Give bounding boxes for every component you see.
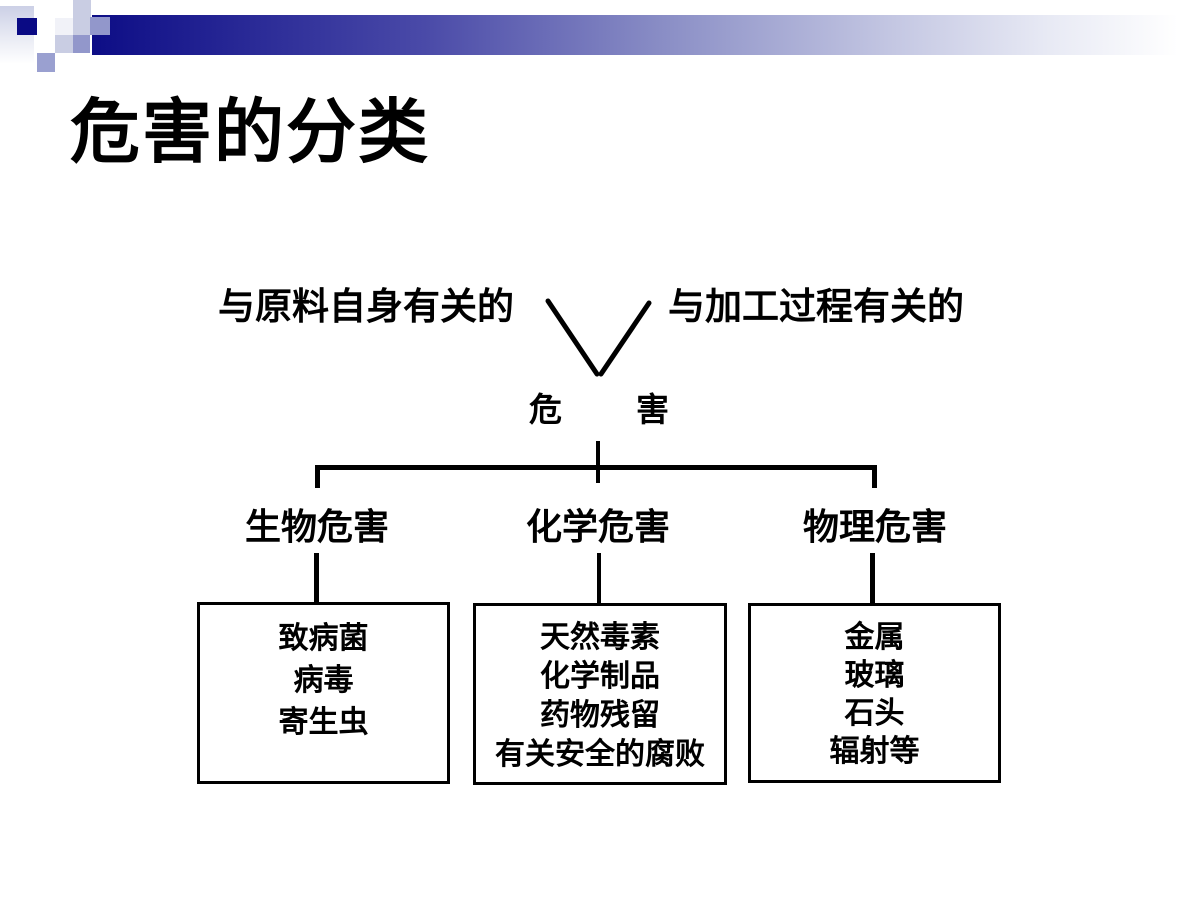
- root-hazard-char-right: 害: [636, 391, 669, 428]
- hazard-item: 致病菌: [278, 622, 369, 655]
- header-side-gradient: [0, 6, 34, 64]
- hazard-item: 天然毒素: [540, 621, 660, 654]
- drop-line-physical: [870, 553, 875, 603]
- crossbar-stub-right: [872, 465, 877, 488]
- hazard-box-physical: 金属 玻璃 石头 辐射等: [748, 603, 1001, 783]
- drop-line-biological: [314, 553, 319, 603]
- branch-title-physical: 物理危害: [802, 506, 947, 547]
- slide-title: 危害的分类: [70, 93, 430, 171]
- v-line-right: [598, 300, 652, 377]
- hazard-item: 寄生虫: [278, 706, 369, 739]
- decor-square: [73, 0, 91, 18]
- hazard-item: 辐射等: [829, 735, 920, 768]
- decor-square: [55, 35, 73, 53]
- decor-square: [55, 18, 73, 35]
- source-label-raw-material: 与原料自身有关的: [218, 286, 514, 327]
- branch-crossbar: [315, 465, 877, 470]
- branch-title-biological: 生物危害: [244, 506, 389, 547]
- header-gradient-bar: [92, 15, 1200, 55]
- drop-line-chemical: [597, 553, 601, 603]
- decor-square: [17, 18, 37, 35]
- source-label-processing: 与加工过程有关的: [668, 286, 964, 327]
- hazard-box-chemical: 天然毒素 化学制品 药物残留 有关安全的腐败: [473, 603, 727, 785]
- root-hazard-label: 危 害: [499, 383, 699, 431]
- hazard-item: 石头: [844, 697, 905, 730]
- hazard-item: 金属: [844, 621, 905, 654]
- trunk-line: [596, 441, 600, 483]
- branch-title-chemical: 化学危害: [525, 506, 670, 547]
- v-line-left: [545, 298, 600, 377]
- hazard-item: 病毒: [293, 664, 354, 697]
- hazard-item: 玻璃: [844, 659, 905, 692]
- crossbar-stub-left: [315, 465, 320, 488]
- decor-square: [73, 35, 90, 53]
- decor-square: [73, 18, 90, 35]
- decor-square: [90, 17, 110, 35]
- hazard-box-biological: 致病菌 病毒 寄生虫: [197, 602, 450, 784]
- root-hazard-char-left: 危: [529, 391, 562, 428]
- decor-square: [37, 53, 55, 72]
- hazard-item: 有关安全的腐败: [495, 738, 705, 771]
- hazard-item: 药物残留: [540, 699, 660, 732]
- hazard-item: 化学制品: [540, 660, 660, 693]
